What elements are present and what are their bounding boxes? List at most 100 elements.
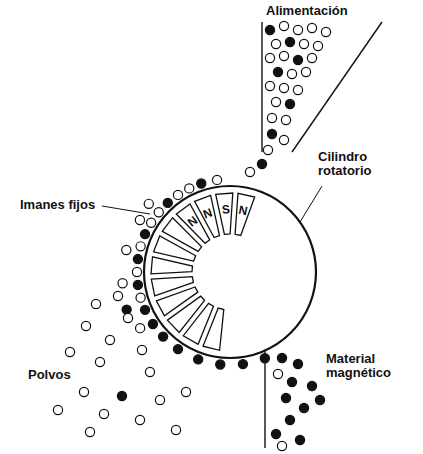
dust-particle	[79, 387, 88, 396]
part-label: Alimentación	[266, 4, 386, 18]
dust-particle	[313, 41, 322, 50]
dust-particle	[271, 97, 280, 106]
magnetic-particle	[216, 360, 225, 369]
magnetic-particle	[140, 230, 149, 239]
magnetic-particle	[148, 319, 157, 328]
magnetic-particle	[159, 332, 168, 341]
magnetic-particle	[285, 99, 294, 108]
dust-particle	[281, 115, 290, 124]
magnetic-particle	[287, 377, 296, 386]
dust-particle	[136, 324, 145, 333]
dust-particle	[277, 441, 286, 450]
dust-particle	[273, 369, 282, 378]
dust-particle	[293, 25, 302, 34]
part-label: Imanes fijos	[20, 198, 110, 212]
dust-particle	[95, 357, 104, 366]
dust-particle	[265, 53, 274, 62]
fixed-magnet	[235, 193, 255, 235]
dust-particle	[144, 199, 153, 208]
magnetic-particle	[194, 355, 203, 364]
magnetic-particle	[293, 359, 302, 368]
dust-particle	[271, 39, 280, 48]
dust-particle	[155, 395, 164, 404]
magnetic-particle	[273, 67, 282, 76]
dust-particle	[136, 242, 145, 251]
magnetic-particle	[307, 381, 316, 390]
magnetic-particle	[265, 25, 274, 34]
dust-particle	[135, 215, 144, 224]
magnetic-particle	[257, 159, 266, 168]
part-label: Polvos	[28, 368, 98, 382]
magnetic-particle	[140, 305, 149, 314]
dust-particle	[85, 427, 94, 436]
divider-line	[264, 350, 265, 448]
fixed-magnet	[154, 236, 196, 261]
dust-particle	[118, 279, 127, 288]
dust-particle	[279, 83, 288, 92]
dust-particle	[287, 69, 296, 78]
dust-particle	[171, 425, 180, 434]
magnetic-particle	[315, 395, 324, 404]
dust-particle	[279, 51, 288, 60]
dust-particle	[307, 23, 316, 32]
dust-particle	[81, 321, 90, 330]
part-label: Cilindro rotatorio	[318, 150, 390, 179]
dust-particle	[53, 405, 62, 414]
magnetic-particle	[299, 403, 308, 412]
dust-particle	[267, 113, 276, 122]
magnetic-particle	[122, 305, 131, 314]
leader-line	[300, 186, 322, 222]
dust-particle	[113, 291, 122, 300]
dust-particle	[145, 367, 154, 376]
fixed-magnet	[203, 308, 224, 350]
dust-particle	[299, 39, 308, 48]
dust-particle	[263, 145, 272, 154]
hopper-wall	[292, 22, 382, 152]
dust-particle	[279, 135, 288, 144]
dust-particle	[173, 190, 182, 199]
dust-particle	[307, 53, 316, 62]
magnetic-particle	[163, 198, 172, 207]
magnetic-particle	[285, 415, 294, 424]
dust-particle	[212, 175, 221, 184]
magnetic-particle	[281, 393, 290, 402]
hopper-wall	[261, 22, 262, 152]
magnet-pole-label: N	[237, 204, 248, 219]
dust-particle	[137, 345, 146, 354]
leader-line	[102, 206, 150, 214]
dust-particle	[136, 293, 145, 302]
dust-particle	[99, 409, 108, 418]
magnetic-particle	[133, 254, 142, 263]
magnetic-particle	[117, 391, 126, 400]
dust-particle	[91, 299, 100, 308]
magnet-pole-label: N	[202, 206, 215, 221]
dust-particle	[245, 167, 254, 176]
magnetic-particle	[267, 129, 276, 138]
dust-particle	[154, 208, 163, 217]
magnetic-particle	[173, 345, 182, 354]
dust-particle	[181, 387, 190, 396]
magnetic-particle	[260, 354, 269, 363]
fixed-magnet	[151, 257, 193, 274]
magnetic-particle	[133, 280, 142, 289]
dust-particle	[293, 85, 302, 94]
magnetic-particle	[277, 353, 286, 362]
magnetic-particle	[285, 37, 294, 46]
dust-particle	[147, 218, 156, 227]
dust-particle	[321, 27, 330, 36]
part-label: Material magnético	[326, 352, 416, 381]
magnetic-particle	[295, 435, 304, 444]
dust-particle	[123, 313, 132, 322]
magnet-pole-label: S	[221, 203, 230, 217]
magnet-pole-label: N	[186, 214, 201, 230]
magnetic-particle	[238, 359, 247, 368]
dust-particle	[105, 335, 114, 344]
dust-particle	[65, 347, 74, 356]
dust-particle	[265, 81, 274, 90]
magnetic-particle	[271, 429, 280, 438]
dust-particle	[279, 21, 288, 30]
dust-particle	[185, 184, 194, 193]
